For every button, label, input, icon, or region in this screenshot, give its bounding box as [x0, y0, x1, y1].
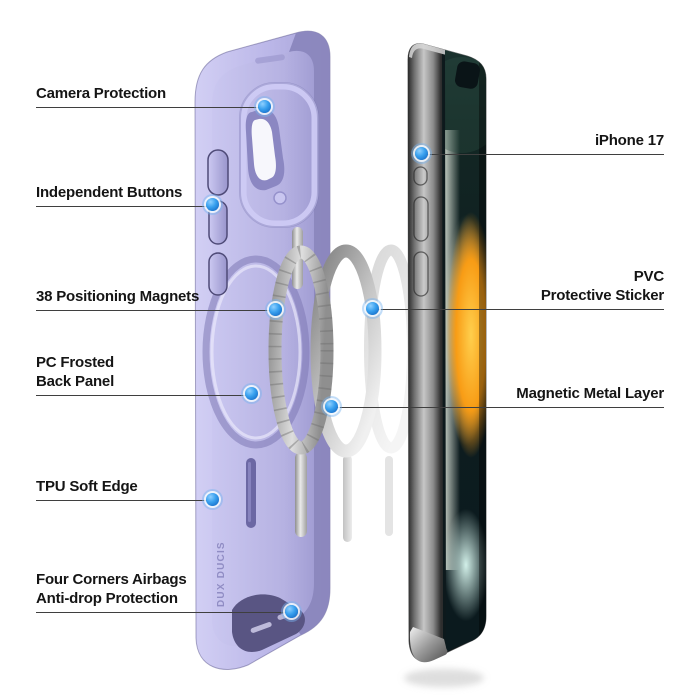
callout-label: Magnetic Metal Layer: [516, 385, 664, 402]
callout-label: PVC Protective Sticker: [540, 268, 664, 304]
callout-pvc-protective-sticker: PVC Protective Sticker: [373, 264, 664, 310]
wallpaper-top-tint: [445, 57, 486, 153]
callout-tpu-soft-edge: TPU Soft Edge: [36, 474, 215, 501]
callout-pc-frosted-back-panel: PC Frosted Back Panel: [36, 350, 252, 396]
wallpaper-flame-core: [445, 185, 486, 485]
magnet-bar-bottom-1: [295, 452, 307, 537]
iphone: [404, 43, 487, 687]
wallpaper-teal-glow: [445, 490, 486, 640]
callout-label: Independent Buttons: [36, 184, 183, 201]
callout-four-corners-airbags: Four Corners Airbags Anti-drop Protectio…: [36, 567, 292, 613]
case-top-slot: [255, 54, 285, 64]
case-port-slot: [250, 622, 272, 633]
callout-magnetic-metal-layer: Magnetic Metal Layer: [332, 381, 664, 408]
phone-shadow: [404, 669, 484, 687]
callout-dot-four-corners-airbags: [285, 605, 298, 618]
callout-label: PC Frosted Back Panel: [36, 354, 115, 390]
phone-action-button: [413, 166, 428, 186]
callout-dot-pvc-protective-sticker: [366, 302, 379, 315]
case-button-3: [208, 252, 228, 296]
callout-label: iPhone 17: [594, 132, 664, 149]
phone-volume-button: [413, 196, 429, 242]
phone-wallpaper: [445, 55, 486, 645]
phone-power-button: [413, 251, 429, 297]
callout-iphone-17: iPhone 17: [422, 128, 664, 155]
callout-label: 38 Positioning Magnets: [36, 288, 200, 305]
callout-label: Camera Protection: [36, 85, 166, 102]
screen-edge-shade: [479, 55, 486, 645]
callout-dot-magnetic-metal-layer: [325, 400, 338, 413]
case-camera-lip: [239, 82, 319, 228]
metal-layer-ring: [310, 244, 382, 458]
callout-camera-protection: Camera Protection: [36, 81, 268, 108]
case-button-1: [207, 149, 229, 196]
phone-camera-square: [455, 61, 480, 89]
case-camera-lip-shade: [239, 82, 319, 228]
phone-chin: [409, 627, 448, 663]
phone-case: DUX DUCIS: [194, 30, 331, 670]
case-inner-cavity: [212, 50, 314, 647]
callout-dot-iphone-17: [415, 147, 428, 160]
magnet-ring-segments: [268, 245, 334, 455]
case-side-wall: [289, 31, 330, 636]
callout-label: TPU Soft Edge: [36, 478, 138, 495]
callout-dot-independent-buttons: [206, 198, 219, 211]
callout-independent-buttons: Independent Buttons: [36, 180, 215, 207]
callout-dot-tpu-soft-edge: [206, 493, 219, 506]
callout-dot-camera-protection: [258, 100, 271, 113]
brand-text: DUX DUCIS: [216, 541, 227, 607]
case-magsafe-ridge-highlight: [210, 264, 302, 440]
case-flash-hole: [273, 191, 287, 205]
callout-positioning-magnets: 38 Positioning Magnets: [36, 284, 276, 311]
case-magnet-slot-highlight: [248, 462, 251, 522]
callout-dot-pc-frosted-back-panel: [245, 387, 258, 400]
callout-label: Four Corners Airbags Anti-drop Protectio…: [36, 571, 187, 607]
magnet-bar-bottom-2: [343, 455, 352, 542]
callout-dot-positioning-magnets: [269, 303, 282, 316]
magnet-bar-bottom-3: [385, 456, 393, 536]
case-camera-hole: [251, 118, 276, 181]
case-magsafe-ridge: [202, 255, 310, 449]
magnet-ring: [268, 245, 334, 455]
